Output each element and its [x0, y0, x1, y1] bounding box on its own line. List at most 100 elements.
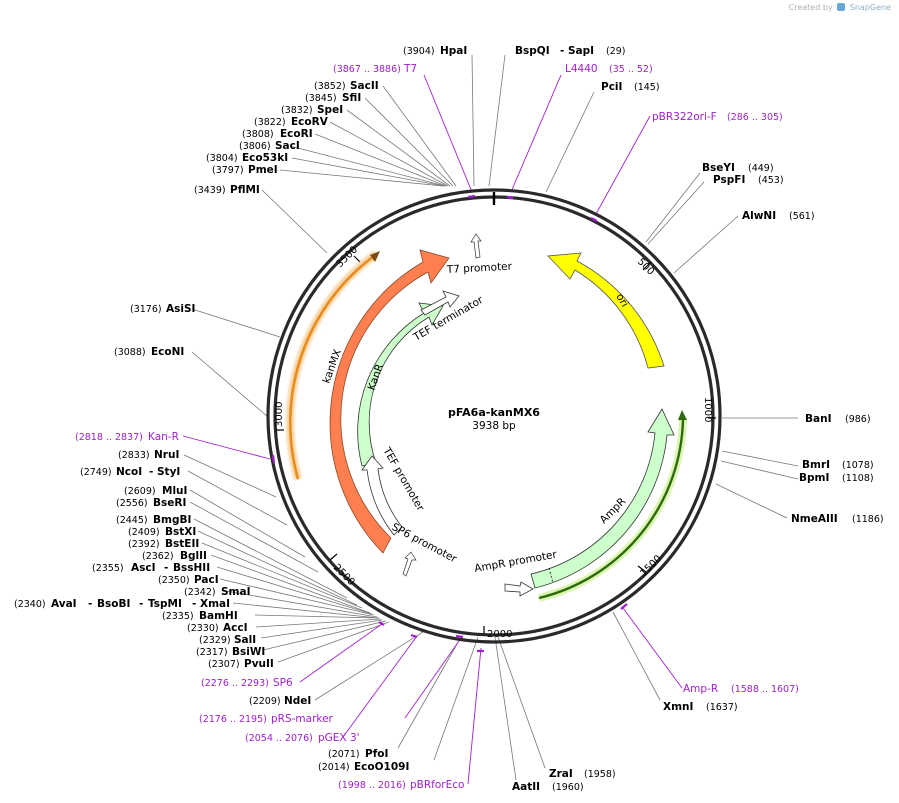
- primer-site-marks: [271, 194, 628, 653]
- enzyme-pos: (3804): [206, 153, 238, 164]
- snapgene-credit: Created by SnapGene: [789, 3, 891, 12]
- primer-range: (1998 .. 2016): [338, 780, 406, 791]
- enzyme-name: PfoI: [365, 748, 388, 760]
- enzyme-name: BamHI: [199, 610, 238, 622]
- enzyme-pos: (3176): [130, 304, 162, 315]
- enzyme-name: StyI: [157, 466, 180, 478]
- enzyme-pos: (3822): [254, 117, 286, 128]
- enzyme-name: BmrI: [802, 459, 830, 471]
- enzyme-pos: (2392): [128, 539, 160, 550]
- backbone-outer: [266, 188, 722, 644]
- primer-name: pGEX 3': [318, 732, 360, 744]
- enzyme-name: AsiSI: [166, 303, 195, 315]
- enzyme-separator-dash: -: [149, 466, 153, 478]
- enzyme-name: BsoBI: [97, 598, 130, 610]
- enzyme-name: SfiI: [342, 92, 361, 104]
- enzyme-name: SalI: [234, 634, 256, 646]
- enzyme-separator-dash: -: [88, 598, 92, 610]
- enzyme-pos: (2330): [187, 623, 219, 634]
- enzyme-name: BstEII: [165, 538, 199, 550]
- kanr-label: KanR: [366, 362, 387, 392]
- primer-name: T7: [403, 63, 417, 75]
- primer-leader-lines: [182, 74, 683, 785]
- enzyme-name: BssHII: [173, 562, 210, 574]
- enzyme-name: PvuII: [244, 658, 274, 670]
- enzyme-name: XmnI: [663, 701, 693, 713]
- enzyme-pos: (1960): [552, 782, 584, 793]
- enzyme-pos: (2340): [14, 599, 46, 610]
- ori-label: ori: [613, 292, 630, 310]
- enzyme-pos: (561): [789, 211, 815, 222]
- enzyme-pos: (2307): [208, 659, 240, 670]
- enzyme-name: BsiWI: [232, 646, 265, 658]
- t7-promoter-arrow: [470, 233, 482, 259]
- ampr-outer-arrowhead: [678, 410, 687, 420]
- enzyme-pos: (3797): [212, 165, 244, 176]
- enzyme-pos: (2556): [116, 498, 148, 509]
- enzyme-pos: (449): [748, 163, 774, 174]
- enzyme-separator-dash: -: [192, 598, 196, 610]
- plasmid-name: pFA6a-kanMX6: [448, 406, 540, 419]
- kanmx-feature-arrow: [329, 249, 450, 554]
- enzyme-name: BspQI: [515, 45, 550, 57]
- tick-label-500: 500: [635, 256, 656, 277]
- ori-feature-arrow: [547, 252, 665, 369]
- enzyme-name: MluI: [162, 485, 187, 497]
- enzyme-name: SacI: [275, 140, 300, 152]
- enzyme-pos: (29): [606, 46, 626, 57]
- enzyme-name: EcoRI: [280, 128, 313, 140]
- primer-name: pRS-marker: [271, 713, 334, 725]
- enzyme-separator-dash: -: [139, 598, 143, 610]
- enzyme-name: PflMI: [230, 184, 260, 196]
- plasmid-length: 3938 bp: [472, 420, 516, 432]
- enzyme-name: BmgBI: [153, 514, 191, 526]
- enzyme-name: BstXI: [165, 526, 196, 538]
- enzyme-name: HpaI: [440, 45, 467, 57]
- enzyme-name: NdeI: [284, 695, 311, 707]
- enzyme-separator-dash: -: [560, 45, 564, 57]
- primer-range: (1588 .. 1607): [731, 684, 799, 695]
- enzyme-pos: (1186): [852, 514, 884, 525]
- ampr-divider: [548, 567, 554, 584]
- enzyme-pos: (2342): [184, 587, 216, 598]
- primer-name: Kan-R: [148, 431, 179, 443]
- primer-range: (35 .. 52): [609, 64, 653, 75]
- enzyme-name: BseRI: [153, 497, 186, 509]
- credit-text: Created by: [788, 3, 833, 12]
- enzyme-labels: (3904) HpaI BspQI - SapI (29) PciI (145)…: [14, 45, 884, 793]
- snapgene-logo-icon: [837, 3, 846, 11]
- primer-range: (2054 .. 2076): [245, 733, 313, 744]
- enzyme-pos: (2355): [92, 563, 124, 574]
- primer-name: Amp-R: [683, 683, 718, 695]
- primer-labels: (3867 .. 3886) T7 L4440 (35 .. 52) pBR32…: [75, 63, 799, 791]
- tick-label-2000: 2000: [487, 629, 512, 640]
- enzyme-pos: (3439): [194, 185, 226, 196]
- enzyme-pos: (3088): [114, 347, 146, 358]
- enzyme-name: AatII: [512, 781, 540, 793]
- enzyme-pos: (453): [758, 175, 784, 186]
- enzyme-pos: (3832): [281, 105, 313, 116]
- enzyme-pos: (2350): [158, 575, 190, 586]
- enzyme-pos: (3852): [314, 81, 346, 92]
- enzyme-name: AccI: [223, 622, 247, 634]
- tick-marks: [276, 255, 716, 634]
- primer-range: (2818 .. 2837): [75, 432, 143, 443]
- enzyme-pos: (145): [634, 82, 660, 93]
- primer-range: (2176 .. 2195): [199, 714, 267, 725]
- tick-label-1000: 1000: [702, 397, 713, 422]
- enzyme-separator-dash: -: [164, 562, 168, 574]
- enzyme-pos: (1958): [584, 769, 616, 780]
- enzyme-pos: (2014): [318, 762, 350, 773]
- enzyme-name: NcoI: [116, 466, 142, 478]
- enzyme-name: AvaI: [51, 598, 77, 610]
- t7-promoter-label: T7 promoter: [446, 261, 513, 276]
- enzyme-name: PmeI: [248, 164, 278, 176]
- enzyme-name: PacI: [194, 574, 219, 586]
- primer-name: SP6: [273, 677, 293, 689]
- enzyme-name: AlwNI: [742, 210, 776, 222]
- ampr-feature-arrow: [530, 408, 675, 589]
- enzyme-name: SapI: [568, 45, 594, 57]
- enzyme-name: NruI: [154, 449, 179, 461]
- tick-label-3000: 3000: [274, 402, 285, 427]
